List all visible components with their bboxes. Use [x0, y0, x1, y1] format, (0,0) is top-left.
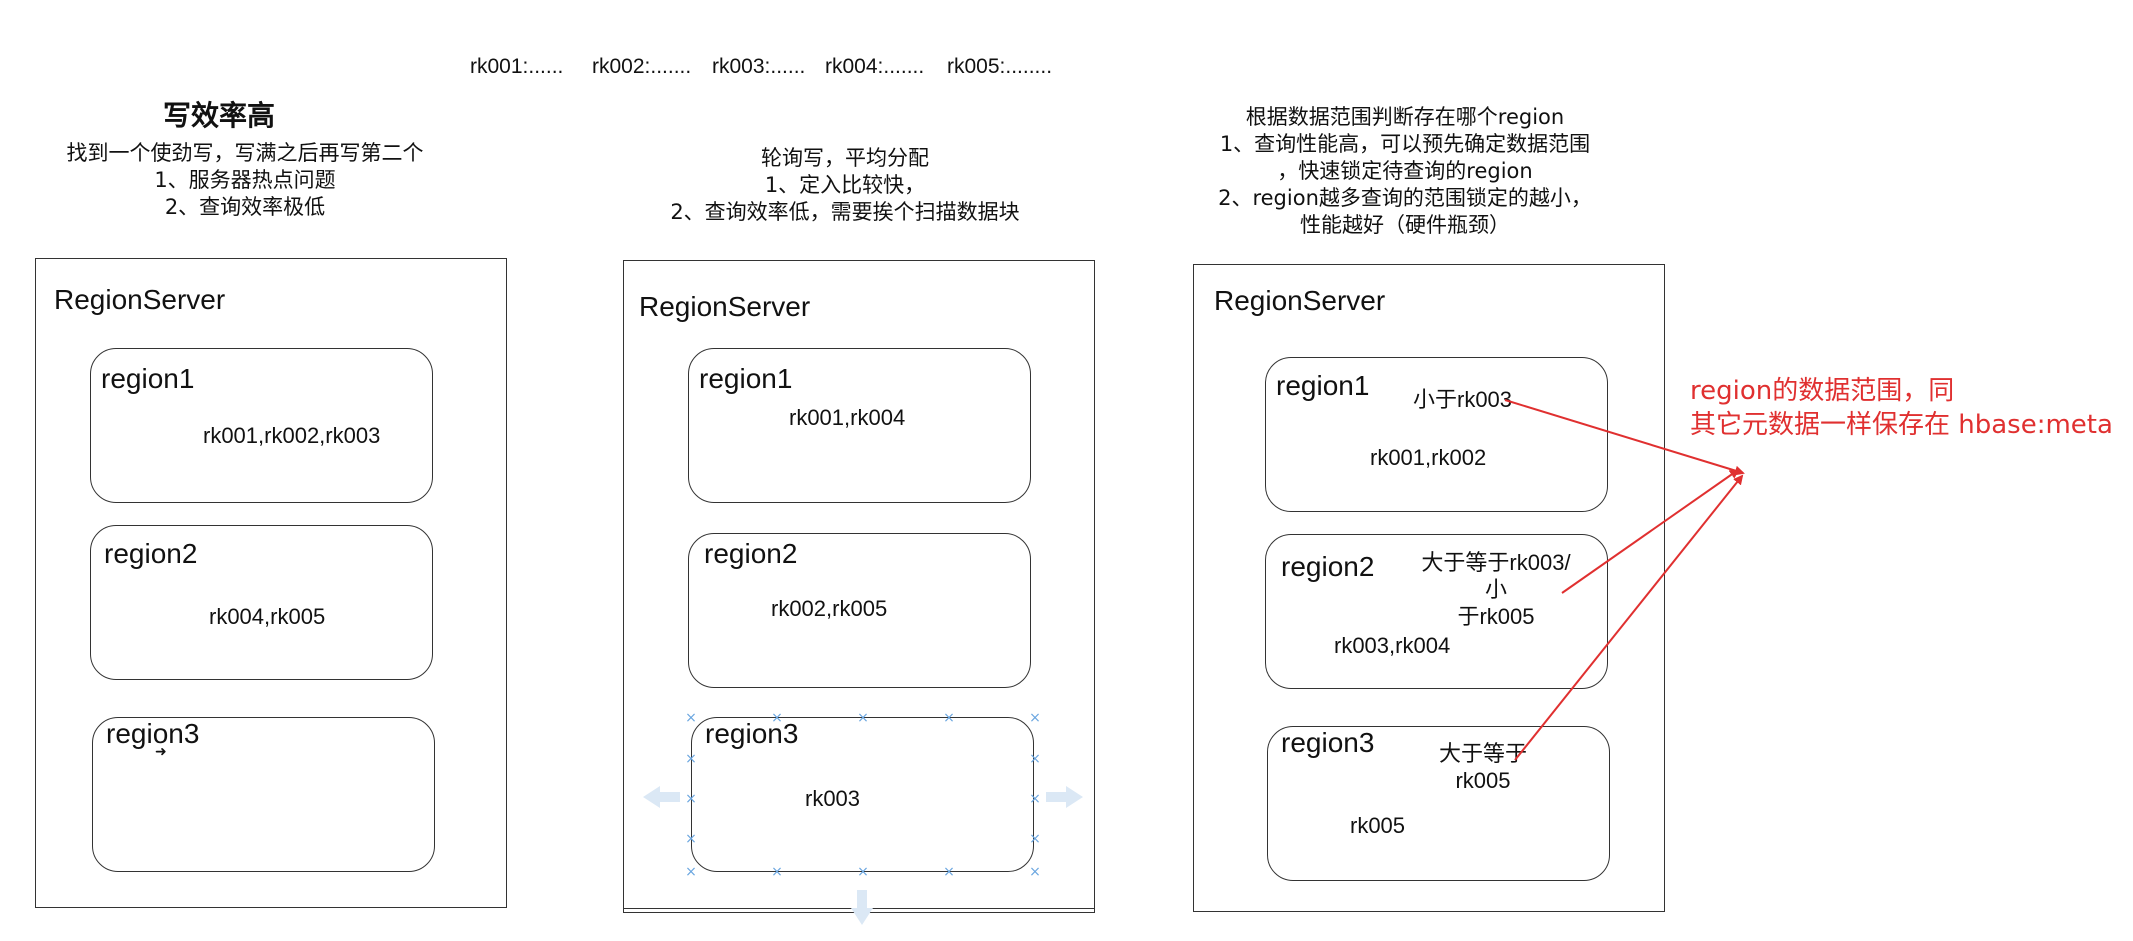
selection-handle-icon[interactable]: × — [1029, 831, 1041, 847]
col2-region3-name: region3 — [705, 718, 799, 749]
selection-handle-icon[interactable]: × — [685, 751, 697, 767]
selection-handle-icon[interactable]: × — [1029, 710, 1041, 726]
col3-region3-name: region3 — [1281, 727, 1375, 758]
hbase-meta-note-line-1: region的数据范围，同 — [1690, 376, 1955, 406]
col3-note: 根据数据范围判断存在哪个region 1、查询性能高，可以预先确定数据范围 ，快… — [1205, 104, 1605, 239]
col1-region3-name: region3 — [106, 718, 200, 749]
col1-note-line-3: 2、查询效率极低 — [164, 195, 326, 219]
col1-region2-keys: rk004,rk005 — [209, 604, 326, 629]
col2-region1-keys: rk001,rk004 — [789, 405, 906, 430]
hbase-meta-note: region的数据范围，同 其它元数据一样保存在 hbase:meta — [1690, 374, 2113, 442]
col3-region3-range-line-2: rk005 — [1455, 768, 1511, 793]
col2-note: 轮询写，平均分配 1、定入比较快， 2、查询效率低，需要挨个扫描数据块 — [640, 145, 1050, 226]
col3-region3-range: 大于等于 rk005 — [1423, 740, 1543, 794]
col1-heading: 写效率高 — [163, 99, 276, 132]
rowkey-4: rk004:....... — [825, 55, 925, 78]
selection-handle-icon[interactable]: × — [771, 864, 783, 880]
col3-region1-range: 小于rk003 — [1413, 387, 1513, 412]
col2-region1-name: region1 — [699, 363, 793, 394]
selection-handle-icon[interactable]: × — [685, 864, 697, 880]
col3-region2-keys: rk003,rk004 — [1334, 633, 1451, 658]
col3-region1-name: region1 — [1276, 370, 1370, 401]
selection-handle-icon[interactable]: × — [1029, 791, 1041, 807]
col3-note-line-4: 2、region越多查询的范围锁定的越小， — [1218, 186, 1592, 210]
col1-region1-name: region1 — [101, 363, 195, 394]
cursor-arrow-icon: ➜ — [155, 744, 167, 760]
selection-handle-icon[interactable]: × — [771, 710, 783, 726]
col1-region1-keys: rk001,rk002,rk003 — [203, 423, 381, 448]
col1-region2-name: region2 — [104, 538, 198, 569]
rowkey-1: rk001:...... — [470, 55, 564, 78]
col3-note-line-5: 性能越好（硬件瓶颈） — [1300, 213, 1510, 237]
selection-handle-icon[interactable]: × — [685, 831, 697, 847]
col2-note-line-3: 2、查询效率低，需要挨个扫描数据块 — [670, 200, 1020, 224]
col3-note-line-3: ，快速锁定待查询的region — [1277, 159, 1533, 183]
col3-region1[interactable]: region1 小于rk003 rk001,rk002 — [1265, 357, 1608, 512]
selection-handle-icon[interactable]: × — [1029, 751, 1041, 767]
selection-handle-icon[interactable]: × — [943, 710, 955, 726]
col3-region2-range-line-2: 于rk005 — [1457, 604, 1535, 629]
col2-regionserver-bottom-line — [623, 908, 1095, 909]
col1-region1[interactable]: region1 rk001,rk002,rk003 — [90, 348, 433, 503]
selection-handle-icon[interactable]: × — [685, 710, 697, 726]
rowkey-2: rk002:....... — [592, 55, 692, 78]
col2-region3-keys: rk003 — [805, 786, 861, 811]
col1-regionserver-title: RegionServer — [54, 284, 226, 315]
col3-note-line-2: 1、查询性能高，可以预先确定数据范围 — [1219, 132, 1591, 156]
col3-regionserver-title: RegionServer — [1214, 285, 1386, 316]
col3-region3-keys: rk005 — [1350, 813, 1406, 838]
col2-region2-keys: rk002,rk005 — [771, 596, 888, 621]
col3-region3-range-line-1: 大于等于 — [1438, 741, 1527, 766]
col2-note-line-1: 轮询写，平均分配 — [761, 146, 929, 170]
selection-handle-icon[interactable]: × — [857, 864, 869, 880]
col2-region1[interactable]: region1 rk001,rk004 — [688, 348, 1031, 503]
col2-note-line-2: 1、定入比较快， — [764, 173, 926, 197]
hbase-meta-note-line-2: 其它元数据一样保存在 hbase:meta — [1690, 410, 2113, 440]
col1-region3[interactable]: region3 ➜ — [92, 717, 435, 872]
col1-note-line-2: 1、服务器热点问题 — [154, 168, 336, 192]
col3-region1-keys: rk001,rk002 — [1370, 445, 1487, 470]
col2-region2[interactable]: region2 rk002,rk005 — [688, 533, 1031, 688]
col3-region2-name: region2 — [1281, 551, 1375, 582]
col1-note-line-1: 找到一个使劲写，写满之后再写第二个 — [66, 141, 424, 165]
col3-region3[interactable]: region3 大于等于 rk005 rk005 — [1267, 726, 1610, 881]
selection-handle-icon[interactable]: × — [857, 710, 869, 726]
col3-region2-range: 大于等于rk003/小 于rk005 — [1411, 549, 1581, 630]
selection-handle-icon[interactable]: × — [943, 864, 955, 880]
col3-note-line-1: 根据数据范围判断存在哪个region — [1245, 105, 1565, 129]
col1-note: 找到一个使劲写，写满之后再写第二个 1、服务器热点问题 2、查询效率极低 — [30, 140, 460, 221]
rowkey-3: rk003:...... — [712, 55, 806, 78]
col3-region2[interactable]: region2 大于等于rk003/小 于rk005 rk003,rk004 — [1265, 534, 1608, 689]
col2-regionserver-title: RegionServer — [639, 291, 811, 322]
selection-handle-icon[interactable]: × — [685, 791, 697, 807]
col1-region2[interactable]: region2 rk004,rk005 — [90, 525, 433, 680]
col3-region2-range-line-1: 大于等于rk003/小 — [1421, 550, 1571, 602]
col2-region2-name: region2 — [704, 538, 798, 569]
col2-region3-selected[interactable]: region3 rk003 — [691, 717, 1034, 872]
selection-handle-icon[interactable]: × — [1029, 864, 1041, 880]
rowkey-5: rk005:........ — [947, 55, 1053, 78]
